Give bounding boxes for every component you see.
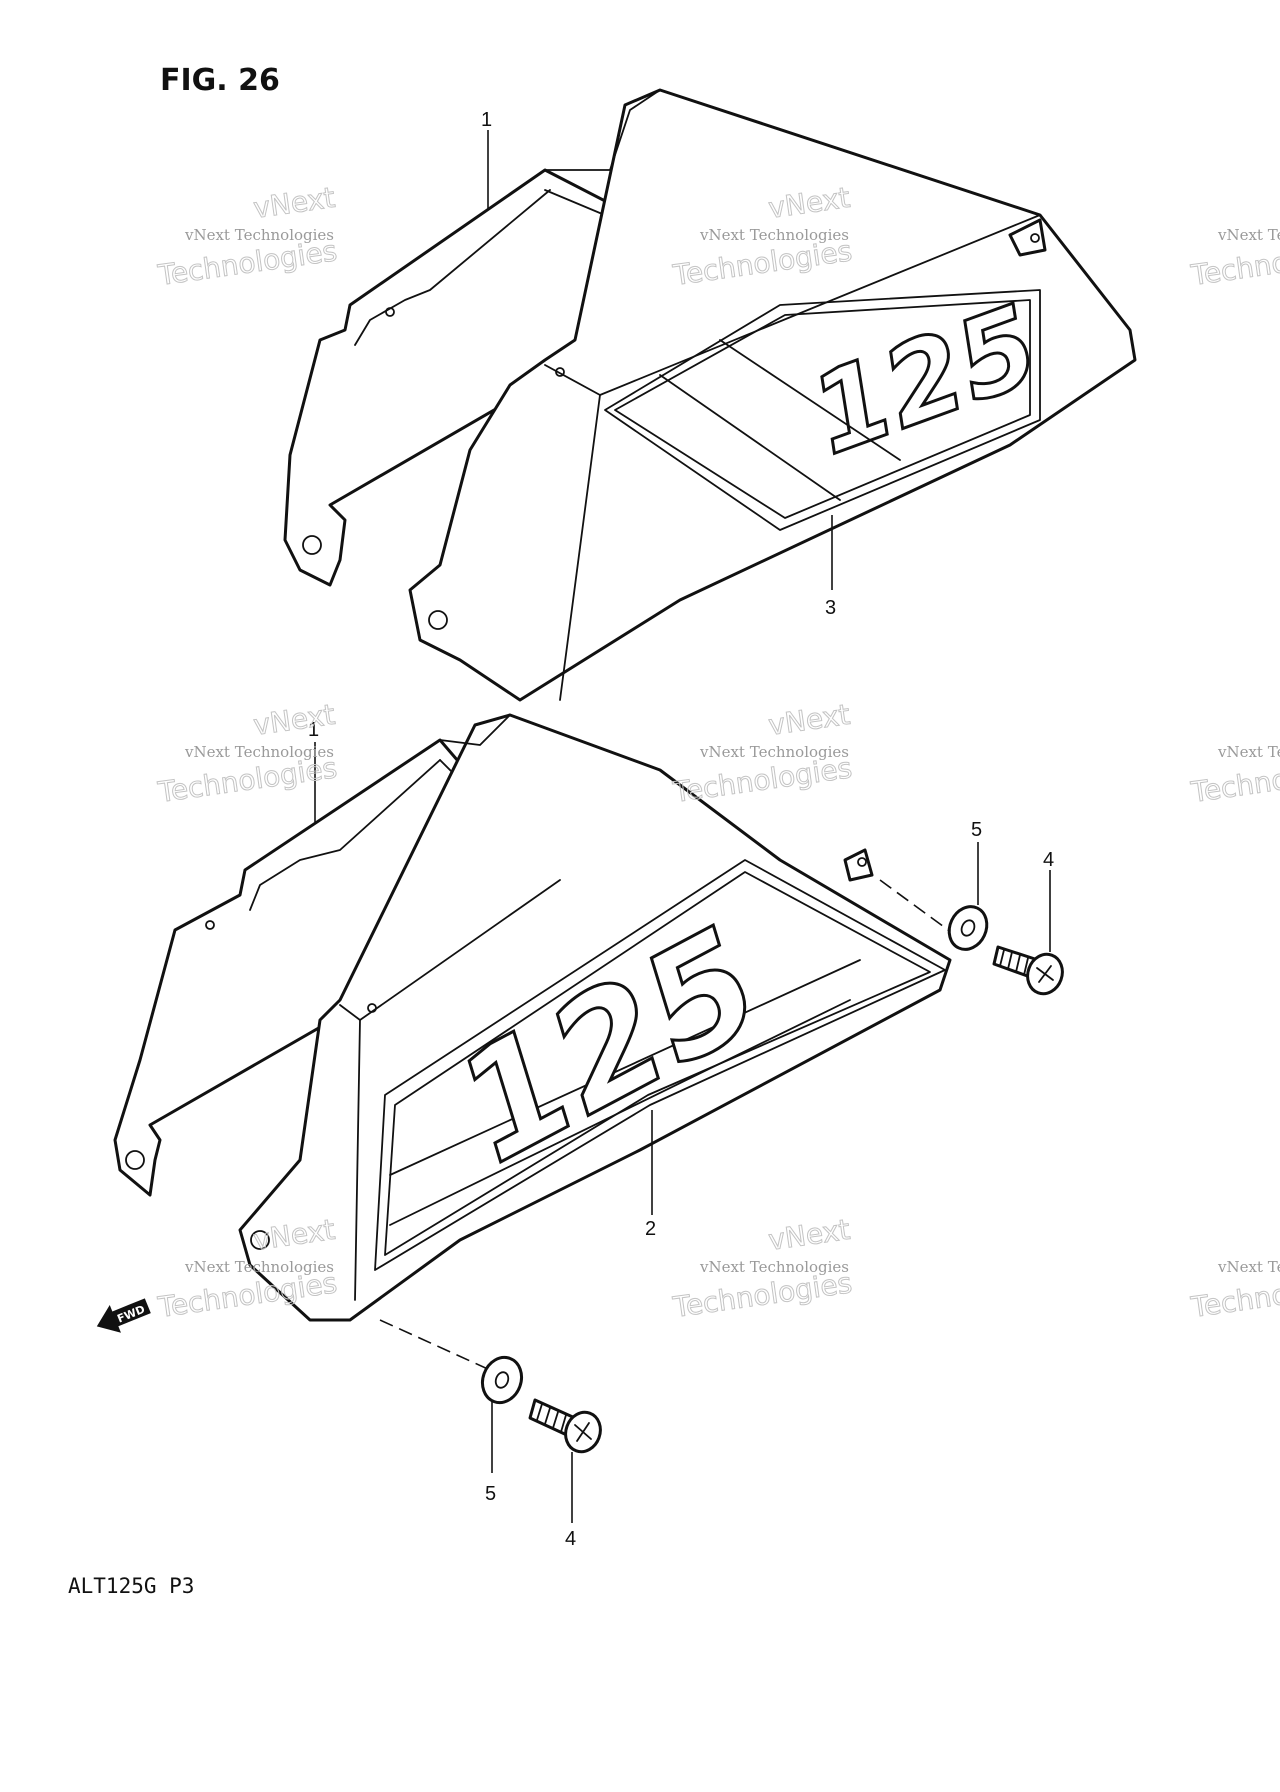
watermark-3: vNext Technologies vNext Technologies (155, 697, 340, 809)
svg-text:vNext Technologies: vNext Technologies (184, 1258, 334, 1276)
forward-arrow-icon: FWD (96, 1298, 151, 1333)
callout-5-right: 5 (971, 819, 982, 841)
callout-4-right: 4 (1043, 849, 1054, 871)
svg-text:vNext Technologies: vNext Technologies (1217, 743, 1280, 761)
svg-text:vNext Technologies: vNext Technologies (699, 1258, 849, 1276)
model-code: ALT125G P3 (68, 1574, 194, 1598)
hardware-right (879, 879, 1064, 996)
svg-text:vNext Technologies: vNext Technologies (699, 743, 849, 761)
screw-right (992, 945, 1064, 996)
watermark-6: vNext Technologies vNext Technologies (670, 1212, 855, 1324)
svg-text:vNext: vNext (766, 1213, 852, 1257)
svg-text:vNext: vNext (251, 698, 337, 742)
svg-text:vNext Technologies: vNext Technologies (1217, 1258, 1280, 1276)
cover-assembly-top: 125 (283, 88, 1137, 702)
svg-text:vNext Technologies: vNext Technologies (699, 226, 849, 244)
watermark-edge-3: vNext Technologies Technologies (1188, 1258, 1280, 1325)
svg-text:vNext: vNext (251, 181, 337, 225)
washer-bottom (480, 1355, 524, 1405)
hardware-bottom (379, 1319, 602, 1454)
watermark-edge-2: vNext Technologies Technologies (1188, 743, 1280, 810)
callout-2: 2 (645, 1218, 656, 1240)
svg-text:FWD: FWD (115, 1303, 147, 1326)
screw-bottom (528, 1398, 602, 1454)
cover-body-top (408, 88, 1137, 702)
callout-1-top: 1 (481, 109, 492, 131)
watermark-edge-1: vNext Technologies Technologies (1188, 226, 1280, 293)
cover-body-bottom (238, 713, 952, 1322)
figure-title: FIG. 26 (160, 63, 280, 98)
watermark-4: vNext Technologies vNext Technologies (670, 697, 855, 809)
callout-3: 3 (825, 597, 836, 619)
svg-text:vNext Technologies: vNext Technologies (184, 743, 334, 761)
callout-5-bottom: 5 (485, 1483, 496, 1505)
callout-4-bottom: 4 (565, 1528, 576, 1550)
cover-assembly-bottom: 125 (113, 713, 952, 1322)
svg-text:vNext Technologies: vNext Technologies (184, 226, 334, 244)
washer-right (947, 905, 989, 951)
callout-1-bottom: 1 (308, 719, 319, 741)
svg-text:vNext Technologies: vNext Technologies (1217, 226, 1280, 244)
svg-text:vNext: vNext (766, 698, 852, 742)
watermark-1: vNext Technologies vNext Technologies (155, 180, 340, 292)
